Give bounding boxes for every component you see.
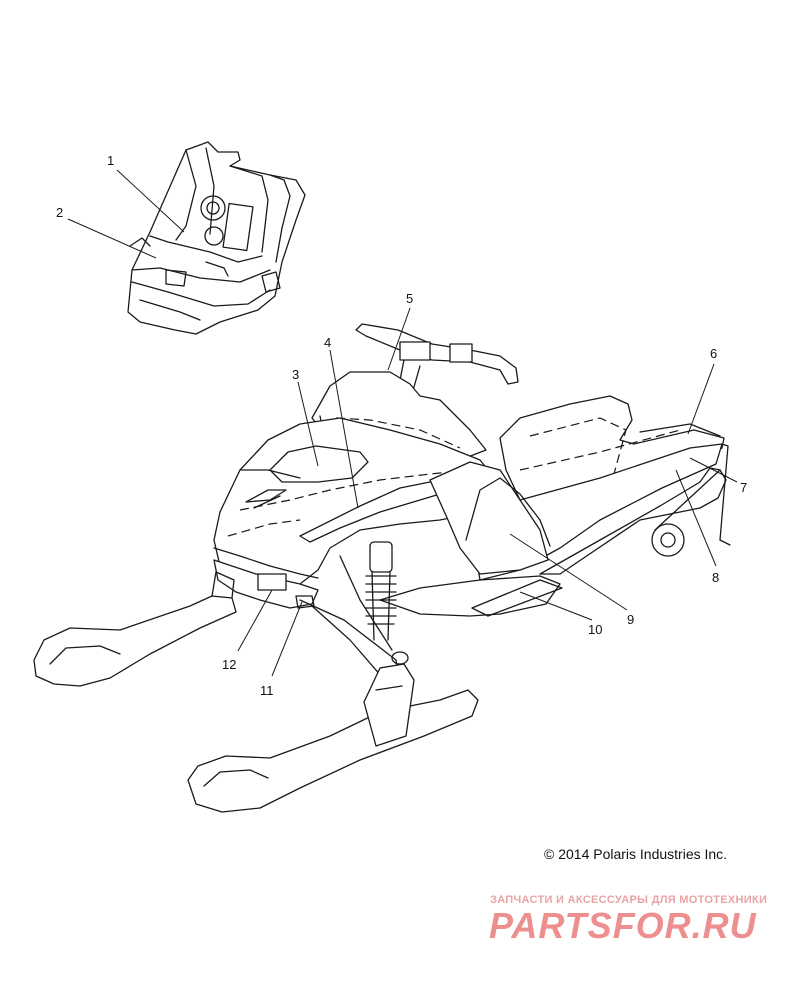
callout-11: 11 — [260, 683, 274, 698]
copyright-notice: © 2014 Polaris Industries Inc. — [544, 846, 728, 862]
leader-lines — [67, 169, 738, 677]
callout-5: 5 — [406, 291, 413, 306]
callout-12: 12 — [222, 657, 236, 672]
callout-labels: 1 2 3 4 5 6 7 8 9 10 11 12 — [56, 153, 747, 698]
callout-3: 3 — [292, 367, 299, 382]
watermark-tagline: ЗАПЧАСТИ И АКСЕССУАРЫ ДЛЯ МОТОТЕХНИКИ — [490, 894, 768, 906]
callout-6: 6 — [710, 346, 717, 361]
callout-4: 4 — [324, 335, 331, 350]
hood-inset-drawing — [127, 141, 306, 335]
callout-2: 2 — [56, 205, 63, 220]
snowmobile-drawing — [33, 323, 731, 813]
watermark-logo: PARTSFOR.RU — [489, 905, 757, 946]
callout-10: 10 — [588, 622, 602, 637]
callout-1: 1 — [107, 153, 114, 168]
callout-8: 8 — [712, 570, 719, 585]
callout-7: 7 — [740, 480, 747, 495]
callout-9: 9 — [627, 612, 634, 627]
